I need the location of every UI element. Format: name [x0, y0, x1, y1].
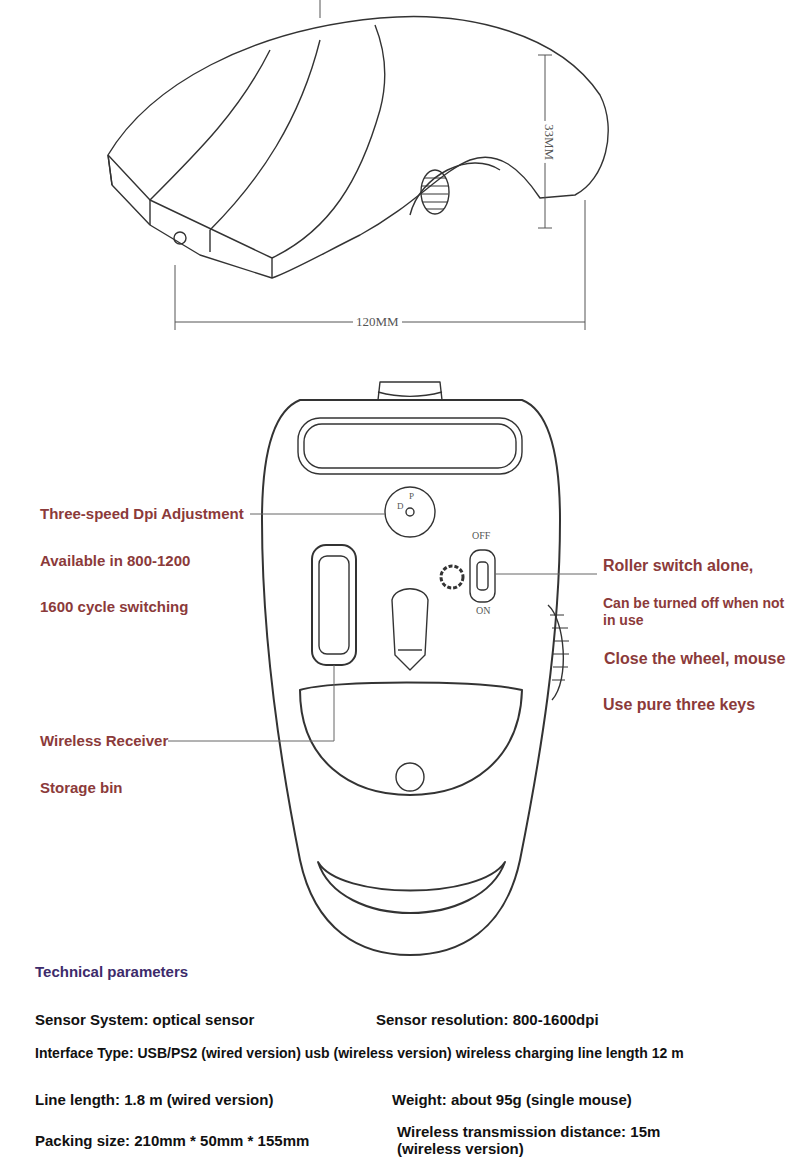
switch-label: ON	[476, 605, 490, 617]
bottom-pad	[300, 683, 522, 796]
leader-line	[168, 741, 334, 742]
dimension-tick	[175, 265, 176, 330]
cable-notch	[378, 382, 442, 400]
leader-line	[250, 514, 385, 515]
dimension-tick	[538, 55, 552, 56]
section-heading: Technical parameters	[35, 963, 188, 981]
storage-bin-inner	[319, 556, 349, 654]
screw-hole	[396, 763, 424, 791]
switch-slider	[477, 562, 488, 590]
callout-label: Can be turned off when not in use	[603, 595, 795, 629]
spec-text: Packing size: 210mm * 50mm * 155mm	[35, 1132, 309, 1150]
callout-label: Wireless Receiver	[40, 732, 168, 750]
callout-label: 1600 cycle switching	[40, 598, 188, 616]
dpi-letter: D	[397, 501, 404, 512]
spec-text: Sensor System: optical sensor	[35, 1011, 254, 1029]
sensor	[392, 589, 428, 670]
dpi-button-dot	[406, 508, 414, 516]
side-wheel-hatch	[550, 615, 569, 680]
button-split	[150, 50, 270, 200]
dimension-tick	[320, 0, 321, 18]
callout-label: Three-speed Dpi Adjustment	[40, 505, 244, 523]
wheel-hatch	[422, 178, 448, 209]
top-window	[298, 418, 522, 474]
rear-pad	[318, 862, 505, 913]
spec-text: Line length: 1.8 m (wired version)	[35, 1091, 273, 1109]
leader-line	[334, 665, 335, 741]
button-edge	[150, 200, 210, 252]
dimension-tick	[538, 228, 552, 229]
spec-text: Interface Type: USB/PS2 (wired version) …	[35, 1045, 790, 1062]
top-window-inner	[304, 424, 516, 468]
callout-label: Storage bin	[40, 779, 123, 797]
power-switch	[470, 550, 495, 602]
callout-label: Use pure three keys	[603, 695, 755, 714]
side-grip	[410, 163, 500, 215]
mouse-side-outline	[108, 17, 608, 278]
dimension-label: 33MM	[541, 121, 557, 163]
callout-label: Available in 800-1200	[40, 552, 190, 570]
scroll-wheel	[421, 170, 449, 214]
front-port	[174, 232, 186, 244]
wheel-icon	[441, 566, 463, 588]
spec-text: Sensor resolution: 800-1600dpi	[376, 1011, 599, 1029]
button-rear-edge	[272, 25, 385, 258]
storage-bin	[312, 545, 356, 665]
spec-text: Wireless transmission distance: 15m (wir…	[397, 1123, 727, 1157]
dimension-label: 120MM	[353, 314, 402, 330]
sensor	[398, 649, 422, 650]
side-wheel	[548, 605, 563, 700]
spec-text: Weight: about 95g (single mouse)	[392, 1091, 632, 1109]
leader-line	[495, 574, 597, 575]
cable-notch	[378, 392, 442, 397]
dpi-button	[385, 487, 435, 537]
callout-label: Close the wheel, mouse	[604, 649, 785, 668]
button-split	[210, 40, 320, 230]
switch-label: OFF	[472, 530, 490, 542]
callout-label: Roller switch alone,	[603, 556, 753, 575]
button-front	[108, 155, 272, 278]
dimension-tick	[585, 200, 586, 330]
mouse-bottom-outline	[262, 400, 560, 955]
dpi-letter: P	[409, 491, 414, 502]
